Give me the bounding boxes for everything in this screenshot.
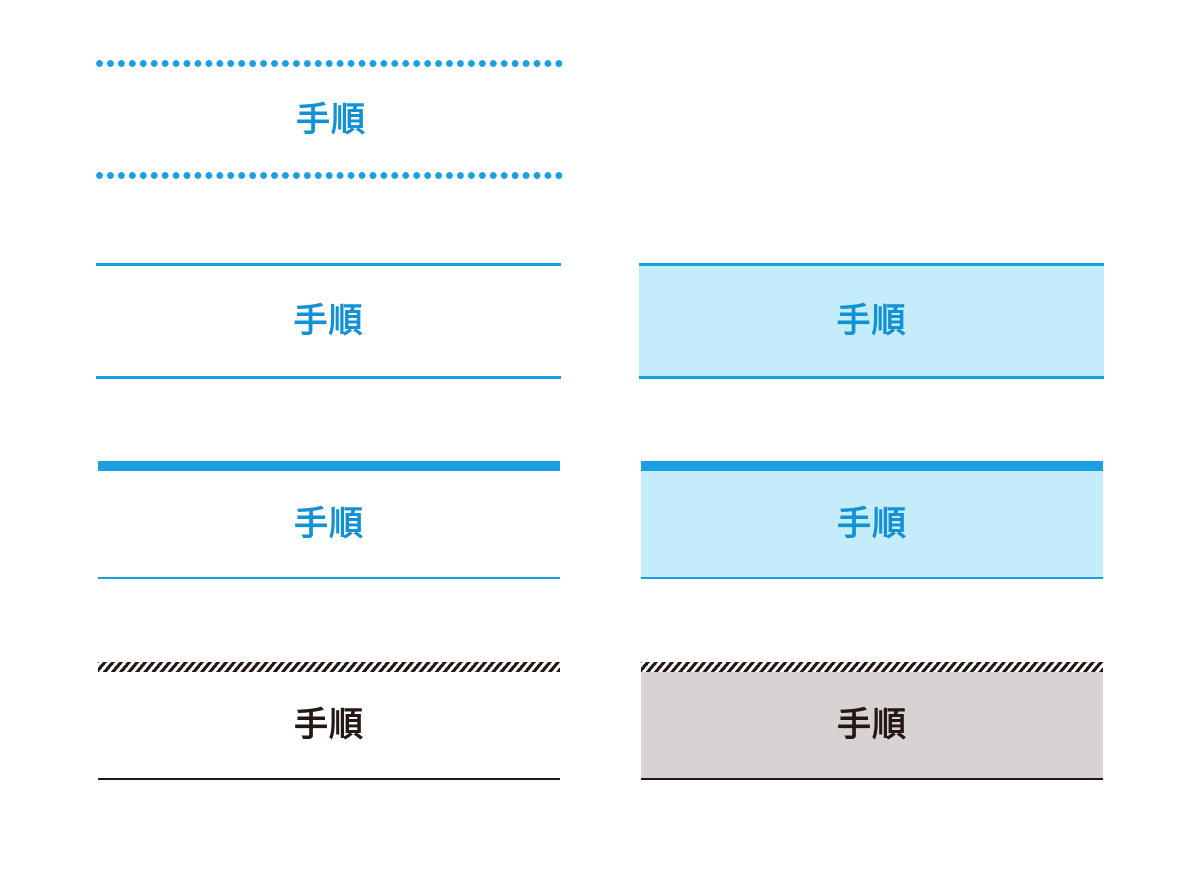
heading-label: 手順 [836,301,907,341]
heading-label: 手順 [294,504,364,544]
dotted-top-rule [96,60,566,67]
heading-striped-top-filled: 手順 [641,662,1103,780]
heading-thin-lines: 手順 [96,263,561,379]
heading-label: 手順 [293,301,364,341]
heading-label: 手順 [296,99,366,140]
heading-dotted: 手順 [96,67,566,172]
heading-thick-top-filled: 手順 [641,461,1103,579]
heading-label: 手順 [837,504,907,544]
heading-label: 手順 [837,705,907,745]
heading-label: 手順 [294,705,364,745]
dotted-bottom-rule [96,172,566,179]
heading-striped-top: 手順 [98,662,560,780]
hatched-top-rule [98,662,560,672]
heading-thin-lines-filled: 手順 [639,263,1104,379]
hatched-top-rule [641,662,1103,672]
heading-thick-top: 手順 [98,461,560,579]
